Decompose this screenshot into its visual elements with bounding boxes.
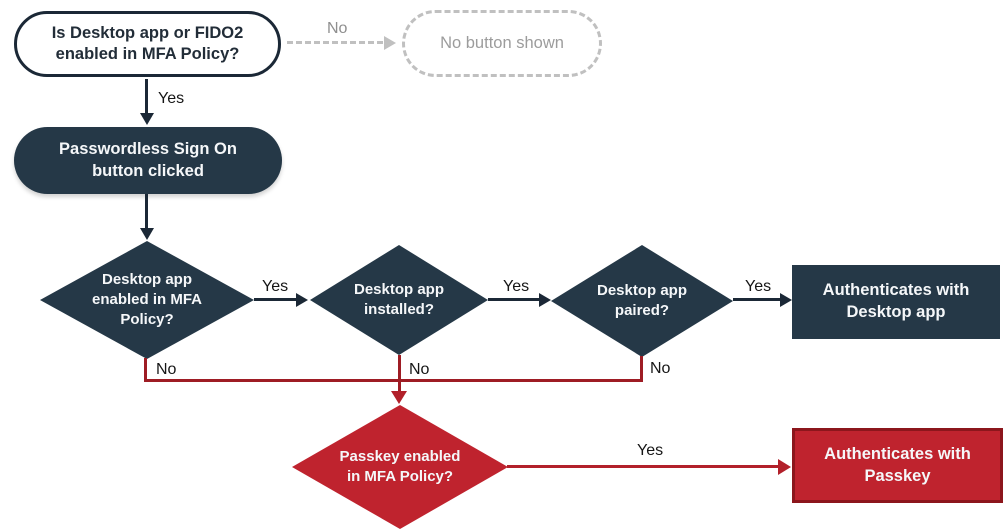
node-passwordless-clicked-label: Passwordless Sign On button clicked bbox=[59, 139, 237, 180]
node-desktop-installed: Desktop app installed? bbox=[310, 245, 488, 355]
edge-installed-yes-arrowhead bbox=[539, 293, 551, 307]
edge-label-start-no: No bbox=[327, 20, 348, 37]
edge-passwordless-arrowhead bbox=[140, 228, 154, 240]
edge-start-yes-line bbox=[145, 79, 148, 114]
edge-paired-yes-arrowhead bbox=[780, 293, 792, 307]
node-desktop-installed-label: Desktop app installed? bbox=[353, 281, 444, 318]
node-passkey-enabled: Passkey enabled in MFA Policy? bbox=[292, 405, 508, 529]
edge-paired-yes-line bbox=[733, 298, 781, 301]
edge-label-start-yes: Yes bbox=[158, 90, 185, 107]
node-passkey-enabled-label: Passkey enabled in MFA Policy? bbox=[339, 448, 461, 485]
node-desktop-paired: Desktop app paired? bbox=[551, 245, 733, 357]
edge-label-enabled-yes: Yes bbox=[262, 278, 289, 295]
edge-label-paired-yes: Yes bbox=[745, 278, 772, 295]
edge-passkey-yes-line bbox=[507, 465, 779, 468]
edge-enabled-yes-arrowhead bbox=[296, 293, 308, 307]
node-auth-desktop: Authenticates with Desktop app bbox=[792, 265, 1000, 339]
node-auth-passkey-label: Authenticates with Passkey bbox=[824, 444, 971, 485]
edge-label-paired-no: No bbox=[650, 360, 671, 377]
node-desktop-paired-label: Desktop app paired? bbox=[596, 282, 687, 319]
edge-no-collector-line bbox=[144, 379, 643, 382]
edge-passwordless-line bbox=[145, 194, 148, 229]
node-start: Is Desktop app or FIDO2 enabled in MFA P… bbox=[14, 11, 281, 77]
edge-installed-no-line bbox=[398, 355, 401, 393]
edge-label-installed-no: No bbox=[409, 361, 430, 378]
edge-start-yes-arrowhead bbox=[140, 113, 154, 125]
edge-start-no-line bbox=[287, 41, 383, 44]
node-desktop-enabled-label: Desktop app enabled in MFA Policy? bbox=[91, 271, 202, 328]
edge-label-installed-yes: Yes bbox=[503, 278, 530, 295]
node-auth-desktop-label: Authenticates with Desktop app bbox=[822, 281, 970, 321]
edge-label-passkey-yes: Yes bbox=[637, 442, 664, 459]
edge-paired-no-line bbox=[640, 356, 643, 382]
edge-start-no-arrowhead bbox=[384, 36, 396, 50]
node-passwordless-clicked: Passwordless Sign On button clicked bbox=[14, 127, 282, 194]
node-no-button-shown-label: No button shown bbox=[440, 34, 564, 52]
edge-passkey-yes-arrowhead bbox=[778, 459, 791, 475]
edge-enabled-yes-line bbox=[254, 298, 297, 301]
edge-enabled-no-line bbox=[144, 358, 147, 382]
node-auth-passkey: Authenticates with Passkey bbox=[792, 428, 1003, 503]
node-start-label: Is Desktop app or FIDO2 enabled in MFA P… bbox=[51, 23, 244, 63]
edge-label-enabled-no: No bbox=[156, 361, 177, 378]
edge-installed-yes-line bbox=[488, 298, 540, 301]
edge-no-collector-arrowhead bbox=[391, 391, 407, 404]
node-desktop-enabled: Desktop app enabled in MFA Policy? bbox=[40, 241, 254, 359]
node-no-button-shown: No button shown bbox=[402, 10, 602, 77]
